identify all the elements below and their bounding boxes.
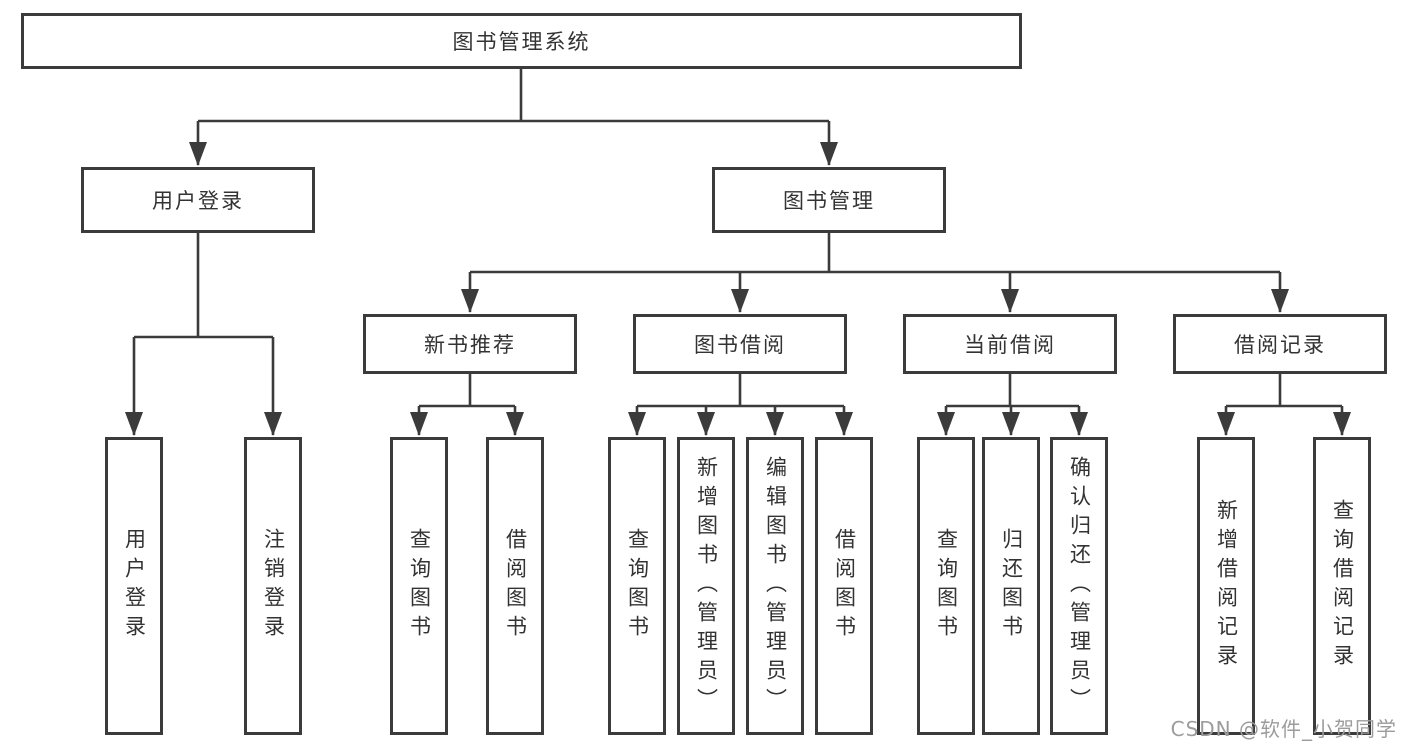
node-bb-add-books: 新增图书（管理员） xyxy=(677,437,735,735)
connector-current-borrow-children xyxy=(937,374,1088,436)
node-cb-confirm-return: 确认归还（管理员） xyxy=(1050,437,1108,735)
connector-book-management-children xyxy=(461,233,1289,313)
node-bb-query-books: 查询图书 xyxy=(608,437,666,735)
node-user-login-group: 用户登录 xyxy=(81,167,315,233)
node-bb-borrow-books: 借阅图书 xyxy=(815,437,873,735)
node-borrow-records: 借阅记录 xyxy=(1173,314,1387,374)
connector-user-login-children xyxy=(125,233,282,436)
node-br-query-record: 查询借阅记录 xyxy=(1313,437,1371,735)
node-br-add-record: 新增借阅记录 xyxy=(1197,437,1255,735)
node-new-book-recommend: 新书推荐 xyxy=(363,314,577,374)
node-cb-return-books: 归还图书 xyxy=(982,437,1040,735)
connector-new-book-recommend-children xyxy=(410,374,524,436)
node-book-management: 图书管理 xyxy=(712,167,946,233)
node-current-borrow: 当前借阅 xyxy=(903,314,1117,374)
connector-book-borrow-children xyxy=(628,374,853,436)
node-nb-borrow-books: 借阅图书 xyxy=(486,437,544,735)
node-nb-query-books: 查询图书 xyxy=(390,437,448,735)
node-bb-edit-books: 编辑图书（管理员） xyxy=(746,437,804,735)
node-logout-login: 注销登录 xyxy=(244,437,302,735)
node-cb-query-books: 查询图书 xyxy=(917,437,975,735)
csdn-watermark: CSDN @软件_小贺同学 xyxy=(1170,717,1397,741)
node-root: 图书管理系统 xyxy=(21,13,1022,69)
connector-root-to-level1 xyxy=(189,69,838,166)
connector-borrow-records-children xyxy=(1217,374,1351,436)
node-user-login: 用户登录 xyxy=(105,437,163,735)
node-book-borrow: 图书借阅 xyxy=(633,314,847,374)
